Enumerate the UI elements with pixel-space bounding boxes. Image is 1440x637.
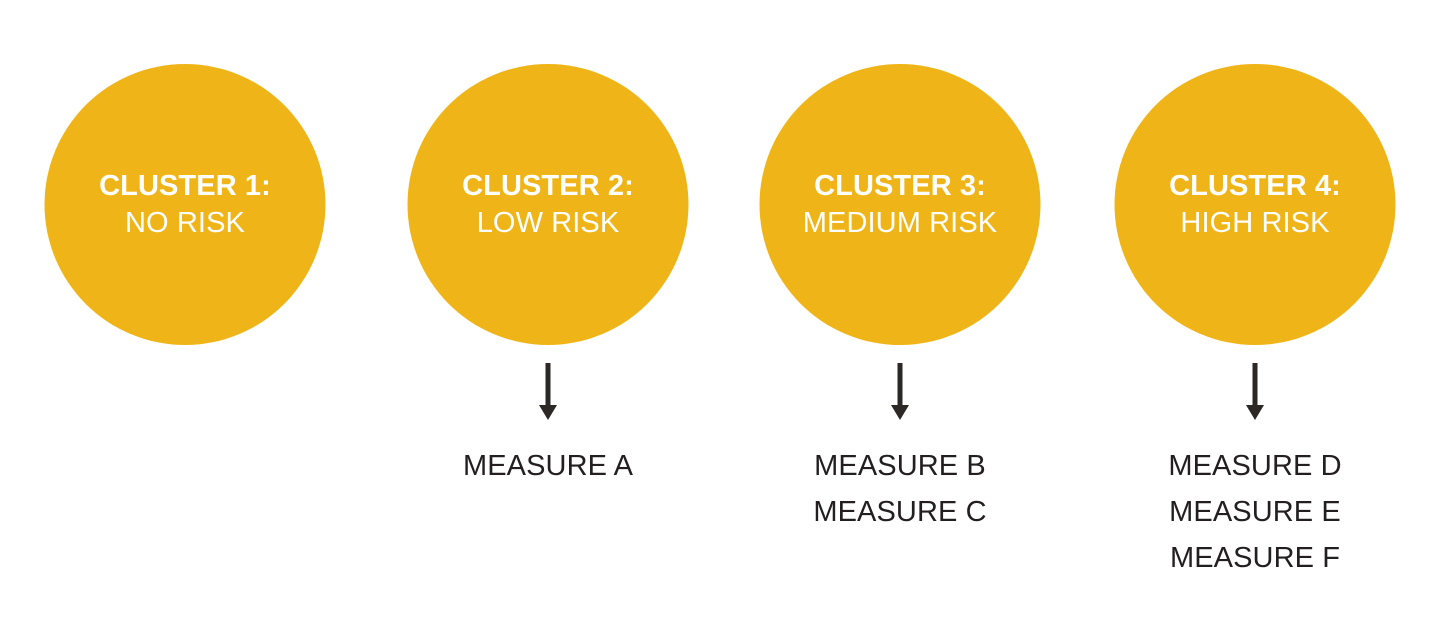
down-arrow-icon-4: [1242, 363, 1268, 421]
cluster-risk-level-4: HIGH RISK: [1180, 206, 1330, 239]
measure-item: MEASURE A: [462, 450, 634, 482]
down-arrow-icon-2: [535, 363, 561, 421]
cluster-circle-1: CLUSTER 1: NO RISK: [44, 64, 326, 345]
cluster-title-2: CLUSTER 2:: [462, 169, 634, 202]
measure-list-3: MEASURE B MEASURE C: [720, 443, 1080, 535]
cluster-column-4: CLUSTER 4: HIGH RISK MEASURE D MEASURE E…: [1075, 0, 1435, 637]
cluster-title-3: CLUSTER 3:: [814, 169, 986, 202]
cluster-column-3: CLUSTER 3: MEDIUM RISK MEASURE B MEASURE…: [720, 0, 1080, 637]
measure-item: MEASURE C: [813, 496, 987, 528]
measure-list-4: MEASURE D MEASURE E MEASURE F: [1075, 443, 1435, 581]
cluster-risk-level-1: NO RISK: [125, 206, 245, 239]
measure-item: MEASURE F: [1169, 542, 1341, 574]
cluster-column-1: CLUSTER 1: NO RISK: [5, 0, 365, 637]
cluster-risk-level-3: MEDIUM RISK: [802, 206, 998, 239]
measure-list-2: MEASURE A: [368, 443, 728, 489]
cluster-title-1: CLUSTER 1:: [99, 169, 271, 202]
measure-item: MEASURE D: [1168, 450, 1342, 482]
cluster-title-4: CLUSTER 4:: [1169, 169, 1341, 202]
cluster-column-2: CLUSTER 2: LOW RISK MEASURE A: [368, 0, 728, 637]
down-arrow-icon-3: [887, 363, 913, 421]
cluster-circle-3: CLUSTER 3: MEDIUM RISK: [759, 64, 1041, 345]
measure-item: MEASURE E: [1169, 496, 1341, 528]
cluster-risk-level-2: LOW RISK: [476, 206, 620, 239]
measure-item: MEASURE B: [814, 450, 986, 482]
cluster-circle-4: CLUSTER 4: HIGH RISK: [1114, 64, 1396, 345]
cluster-circle-2: CLUSTER 2: LOW RISK: [407, 64, 689, 345]
